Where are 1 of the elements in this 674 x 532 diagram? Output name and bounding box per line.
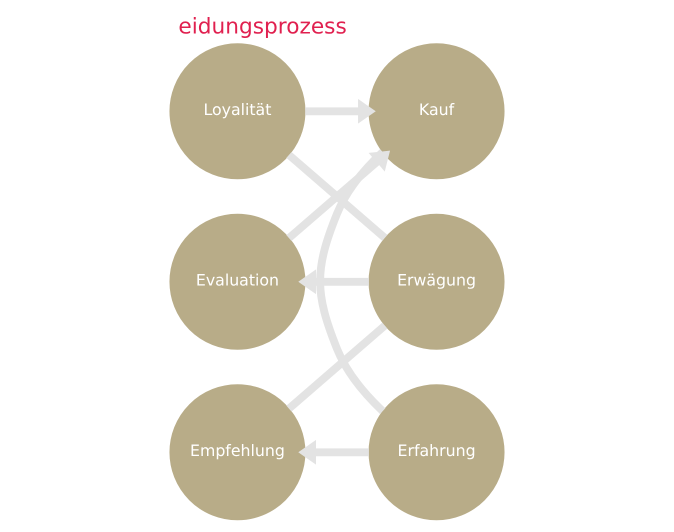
- diagram-title: eidungsprozess: [178, 14, 347, 40]
